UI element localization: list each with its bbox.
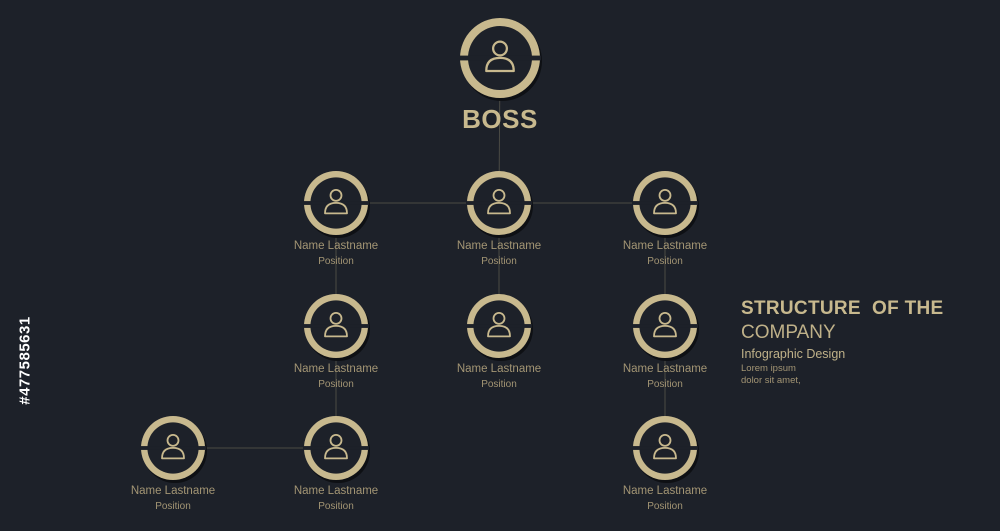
node-name-l3-far-left: Name Lastname [130,485,216,497]
stock-id-text: #477585631 [16,316,34,405]
node-position-l2-left: Position [318,379,354,390]
org-nodes [140,18,699,483]
node-name-l1-center: Name Lastname [456,240,542,252]
person-icon [485,40,515,73]
person-icon [324,433,348,460]
person-icon [653,311,677,338]
info-subheading: COMPANY [741,322,836,343]
org-node-l3-right [632,416,699,483]
org-node-l2-left [303,294,370,361]
node-position-l1-right: Position [647,256,683,267]
boss-title: BOSS [462,104,538,134]
person-icon [324,311,348,338]
info-heading: STRUCTURE OF THE [741,298,944,319]
node-position-l3-right: Position [647,501,683,512]
org-node-boss [459,18,542,101]
org-node-l1-left [303,171,370,238]
person-icon [653,188,677,215]
node-position-l3-far-left: Position [155,501,191,512]
org-node-l2-right [632,294,699,361]
node-name-l2-right: Name Lastname [622,363,708,375]
person-icon [653,433,677,460]
node-position-l1-center: Position [481,256,517,267]
node-name-l2-left: Name Lastname [293,363,379,375]
person-icon [487,188,511,215]
node-name-l1-right: Name Lastname [622,240,708,252]
person-icon [161,433,185,460]
org-node-l1-center [466,171,533,238]
node-name-l2-center: Name Lastname [456,363,542,375]
info-panel: STRUCTURE OF THE COMPANY Infographic Des… [741,298,944,387]
node-position-l2-center: Position [481,379,517,390]
info-tagline: Infographic Design [741,347,846,361]
node-name-l3-right: Name Lastname [622,485,708,497]
node-name-l1-left: Name Lastname [293,240,379,252]
org-node-l3-far-left [140,416,207,483]
person-icon [324,188,348,215]
info-text-2: dolor sit amet, [741,375,801,386]
person-icon [487,311,511,338]
node-name-l3-left: Name Lastname [293,485,379,497]
connector-lines [173,57,666,449]
node-position-l2-right: Position [647,379,683,390]
org-node-l3-left [303,416,370,483]
stock-id: #477585631 [6,300,36,430]
node-position-l1-left: Position [318,256,354,267]
node-position-l3-left: Position [318,501,354,512]
org-node-l1-right [632,171,699,238]
info-text-1: Lorem ipsum [741,363,796,374]
org-node-l2-center [466,294,533,361]
